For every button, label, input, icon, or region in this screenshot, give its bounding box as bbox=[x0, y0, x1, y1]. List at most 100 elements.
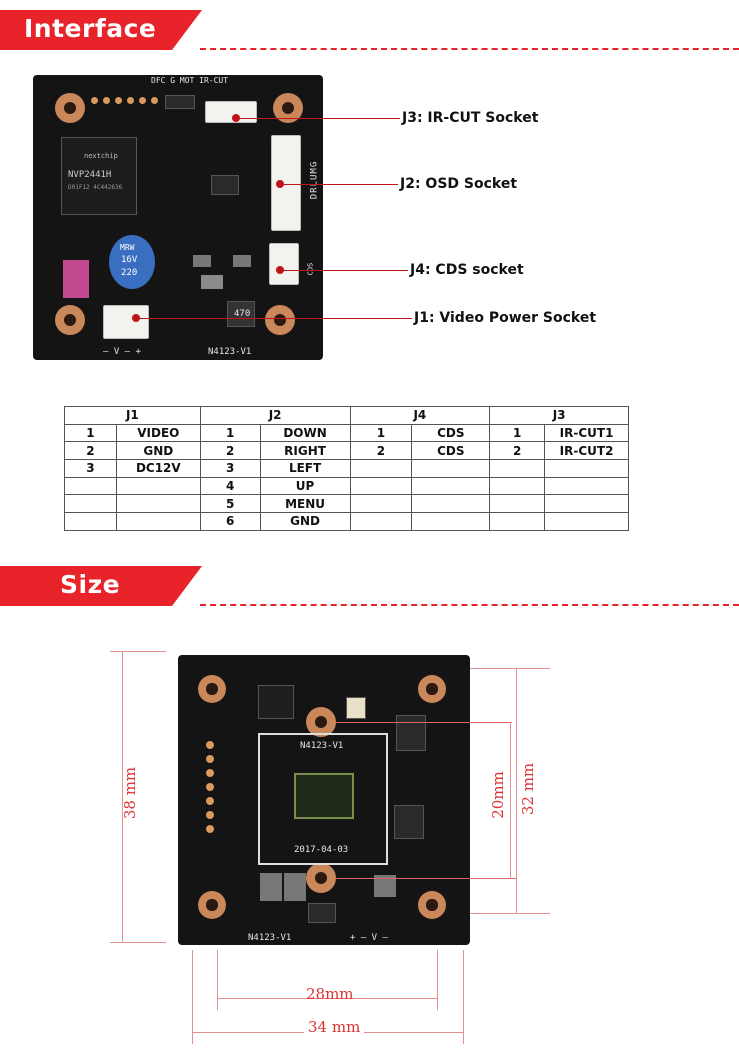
sensor-label: N4123-V1 bbox=[300, 741, 344, 751]
table-cell: GND bbox=[259, 512, 351, 531]
smd-component bbox=[193, 255, 211, 267]
dim-line-38-bottom bbox=[110, 942, 166, 943]
pin-table: J1 J2 J4 J3 1 VIDEO 1 DOWN 1 CDS 1 IR-CU… bbox=[64, 406, 629, 531]
table-cell: 1 bbox=[489, 423, 546, 443]
table-cell: 3 bbox=[64, 459, 117, 478]
callout-label-j1: J1: Video Power Socket bbox=[414, 310, 597, 326]
pad bbox=[206, 811, 214, 819]
table-cell bbox=[349, 476, 413, 496]
table-cell bbox=[115, 494, 201, 514]
section-title-interface: Interface bbox=[24, 14, 157, 43]
callout-label-j4: J4: CDS socket bbox=[410, 262, 524, 278]
table-cell: MENU bbox=[259, 494, 351, 514]
pad bbox=[206, 755, 214, 763]
pad bbox=[206, 741, 214, 749]
capacitor: MRW 16V 220 bbox=[109, 235, 155, 289]
pad bbox=[206, 769, 214, 777]
callout-line-j2 bbox=[280, 184, 398, 185]
header-pins bbox=[165, 95, 195, 109]
table-cell bbox=[544, 459, 629, 478]
table-cell: UP bbox=[259, 476, 351, 496]
table-cell: DC12V bbox=[115, 459, 201, 478]
table-cell: CDS bbox=[411, 441, 491, 461]
table-cell bbox=[411, 512, 491, 531]
table-cell: RIGHT bbox=[259, 441, 351, 461]
dim-line-32-vert bbox=[516, 668, 517, 914]
table-cell: 1 bbox=[199, 423, 261, 443]
pad bbox=[206, 783, 214, 791]
callout-line-j3 bbox=[236, 118, 400, 119]
pad bbox=[139, 97, 146, 104]
table-cell: GND bbox=[115, 441, 201, 461]
pad bbox=[151, 97, 158, 104]
table-cell: 6 bbox=[199, 512, 261, 531]
table-cell bbox=[64, 476, 117, 496]
smd-chip bbox=[346, 697, 366, 719]
silk-bottom-right-label: N4123-V1 bbox=[208, 347, 252, 357]
banner-slant bbox=[172, 10, 202, 50]
callout-line-j1 bbox=[136, 318, 412, 319]
pad bbox=[115, 97, 122, 104]
silk-top-label: DFC G MOT IR-CUT bbox=[151, 76, 229, 85]
smd-component bbox=[260, 873, 282, 901]
pcb-bottom-view: N4123-V1 2017-04-03 N4123-V1 + – V – bbox=[178, 655, 470, 945]
pad bbox=[206, 825, 214, 833]
mount-hole bbox=[265, 305, 295, 335]
lens-hole bbox=[306, 863, 336, 893]
table-cell: CDS bbox=[411, 423, 491, 443]
dim-line-34-left bbox=[192, 950, 193, 1044]
callout-label-j3: J3: IR-CUT Socket bbox=[402, 110, 539, 126]
dim-text-hole-height-inner: 20mm bbox=[488, 771, 507, 819]
dim-line-32-bottom bbox=[470, 913, 550, 914]
dim-text-hole-height-outer: 32 mm bbox=[519, 762, 538, 816]
table-header: J1 bbox=[64, 406, 201, 425]
smd-component bbox=[233, 255, 251, 267]
inductor-value: 470 bbox=[234, 309, 251, 319]
date-label: 2017-04-03 bbox=[294, 845, 349, 855]
j4-socket bbox=[269, 243, 299, 285]
mount-hole bbox=[198, 675, 226, 703]
mount-hole bbox=[55, 93, 85, 123]
dim-text-hole-width: 28mm bbox=[306, 985, 354, 1003]
table-cell: IR-CUT1 bbox=[544, 423, 629, 443]
table-cell bbox=[544, 512, 629, 531]
dim-line-20-vert bbox=[510, 722, 511, 878]
dim-line-32-top bbox=[470, 668, 550, 669]
dim-line-28-right bbox=[437, 950, 438, 1010]
mount-hole bbox=[418, 675, 446, 703]
chip-code: D01F12 4C442636 bbox=[68, 184, 123, 191]
table-cell: 1 bbox=[349, 423, 413, 443]
callout-line-j4 bbox=[280, 270, 408, 271]
dim-text-outer-height: 38 mm bbox=[121, 766, 140, 820]
dim-line-38-vert bbox=[122, 651, 123, 943]
banner-bar bbox=[0, 566, 172, 606]
pad bbox=[103, 97, 110, 104]
pad bbox=[91, 97, 98, 104]
table-cell bbox=[544, 494, 629, 514]
table-cell bbox=[115, 476, 201, 496]
mount-hole bbox=[198, 891, 226, 919]
smd-component bbox=[201, 275, 223, 289]
table-cell bbox=[411, 494, 491, 514]
section-title-size: Size bbox=[60, 570, 121, 599]
table-cell bbox=[115, 512, 201, 531]
table-cell: 2 bbox=[64, 441, 117, 461]
table-header: J4 bbox=[349, 406, 491, 425]
chip-brand: nextchip bbox=[84, 152, 118, 160]
table-cell: VIDEO bbox=[115, 423, 201, 443]
table-cell: 2 bbox=[489, 441, 546, 461]
mount-hole bbox=[418, 891, 446, 919]
cap-brand: MRW bbox=[120, 243, 135, 252]
table-row: 3 DC12V 3 LEFT bbox=[64, 459, 629, 478]
interface-banner: Interface bbox=[0, 10, 739, 50]
banner-slant bbox=[172, 566, 202, 606]
table-row: 4 UP bbox=[64, 476, 629, 496]
table-cell: 2 bbox=[199, 441, 261, 461]
table-cell: 5 bbox=[199, 494, 261, 514]
table-cell: 2 bbox=[349, 441, 413, 461]
table-cell: DOWN bbox=[259, 423, 351, 443]
table-cell: 1 bbox=[64, 423, 117, 443]
table-cell bbox=[411, 476, 491, 496]
mount-hole bbox=[55, 305, 85, 335]
table-row: 2 GND 2 RIGHT 2 CDS 2 IR-CUT2 bbox=[64, 441, 629, 461]
